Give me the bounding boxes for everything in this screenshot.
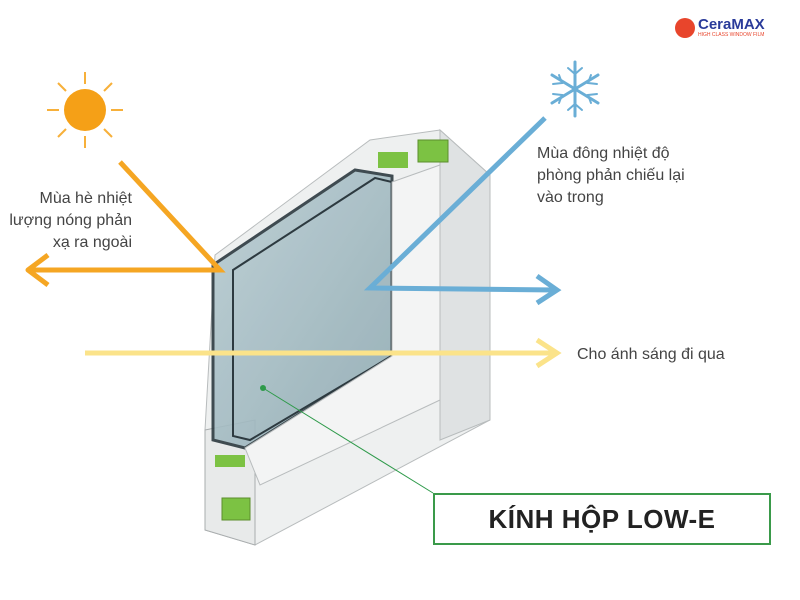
logo-mark-icon [675, 18, 695, 38]
snowflake-icon [550, 60, 600, 118]
logo-name: CeraMAX [698, 16, 765, 33]
summer-annotation: Mùa hè nhiệt lượng nóng phản xạ ra ngoài [9, 190, 132, 251]
heat-reflect-arrow [25, 160, 226, 287]
cold-reflect-arrow [363, 116, 562, 306]
light-pass-arrow [85, 337, 562, 369]
sun-icon [47, 72, 123, 148]
winter-annotation: Mùa đông nhiệt độ phòng phản chiếu lại v… [537, 145, 685, 206]
glass-panes [211, 164, 441, 486]
brand-logo: CeraMAX HIGH CLASS WINDOW FILM [675, 16, 785, 38]
label-pointer [260, 385, 434, 494]
product-label: KÍNH HỘP LOW-E [433, 493, 771, 545]
logo-tagline: HIGH CLASS WINDOW FILM [698, 32, 765, 38]
light-annotation: Cho ánh sáng đi qua [577, 346, 725, 363]
